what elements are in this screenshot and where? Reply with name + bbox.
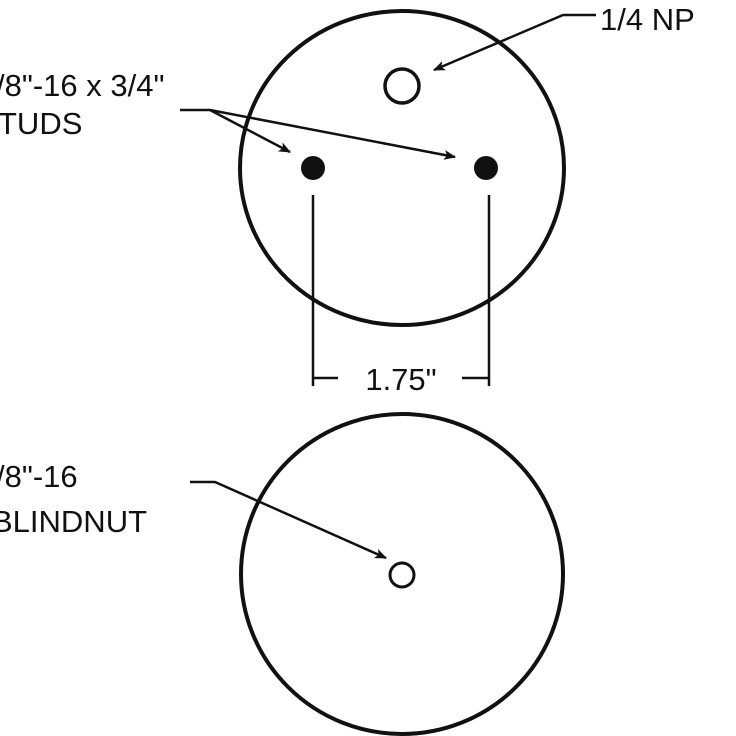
stud-left: [301, 156, 325, 180]
studs-label-line2: TUDS: [0, 106, 82, 141]
bottom-plate-outline: [239, 412, 565, 736]
air-fitting-hole: [383, 67, 421, 105]
blindnut-label-line1: /8"-16: [0, 459, 78, 494]
dimension-label: 1.75": [365, 362, 436, 397]
blindnut-leader: [190, 480, 387, 560]
studs-leader-left: [180, 108, 291, 154]
studs-leader-right: [209, 108, 456, 160]
bottom-plate: /8"-16 BLINDNUT: [0, 412, 565, 736]
blindnut-hole: [388, 561, 416, 589]
top-plate-outline: [238, 9, 566, 327]
studs-label-line1: /8"-16 x 3/4": [0, 68, 165, 103]
npt-label: 1/4 NP: [600, 2, 695, 37]
blindnut-label-line2: BLINDNUT: [0, 504, 147, 539]
stud-right: [474, 156, 498, 180]
top-plate: 1.75" 1/4 NP /8"-16 x 3/4" TUDS: [0, 2, 695, 397]
npt-leader: [433, 13, 596, 72]
